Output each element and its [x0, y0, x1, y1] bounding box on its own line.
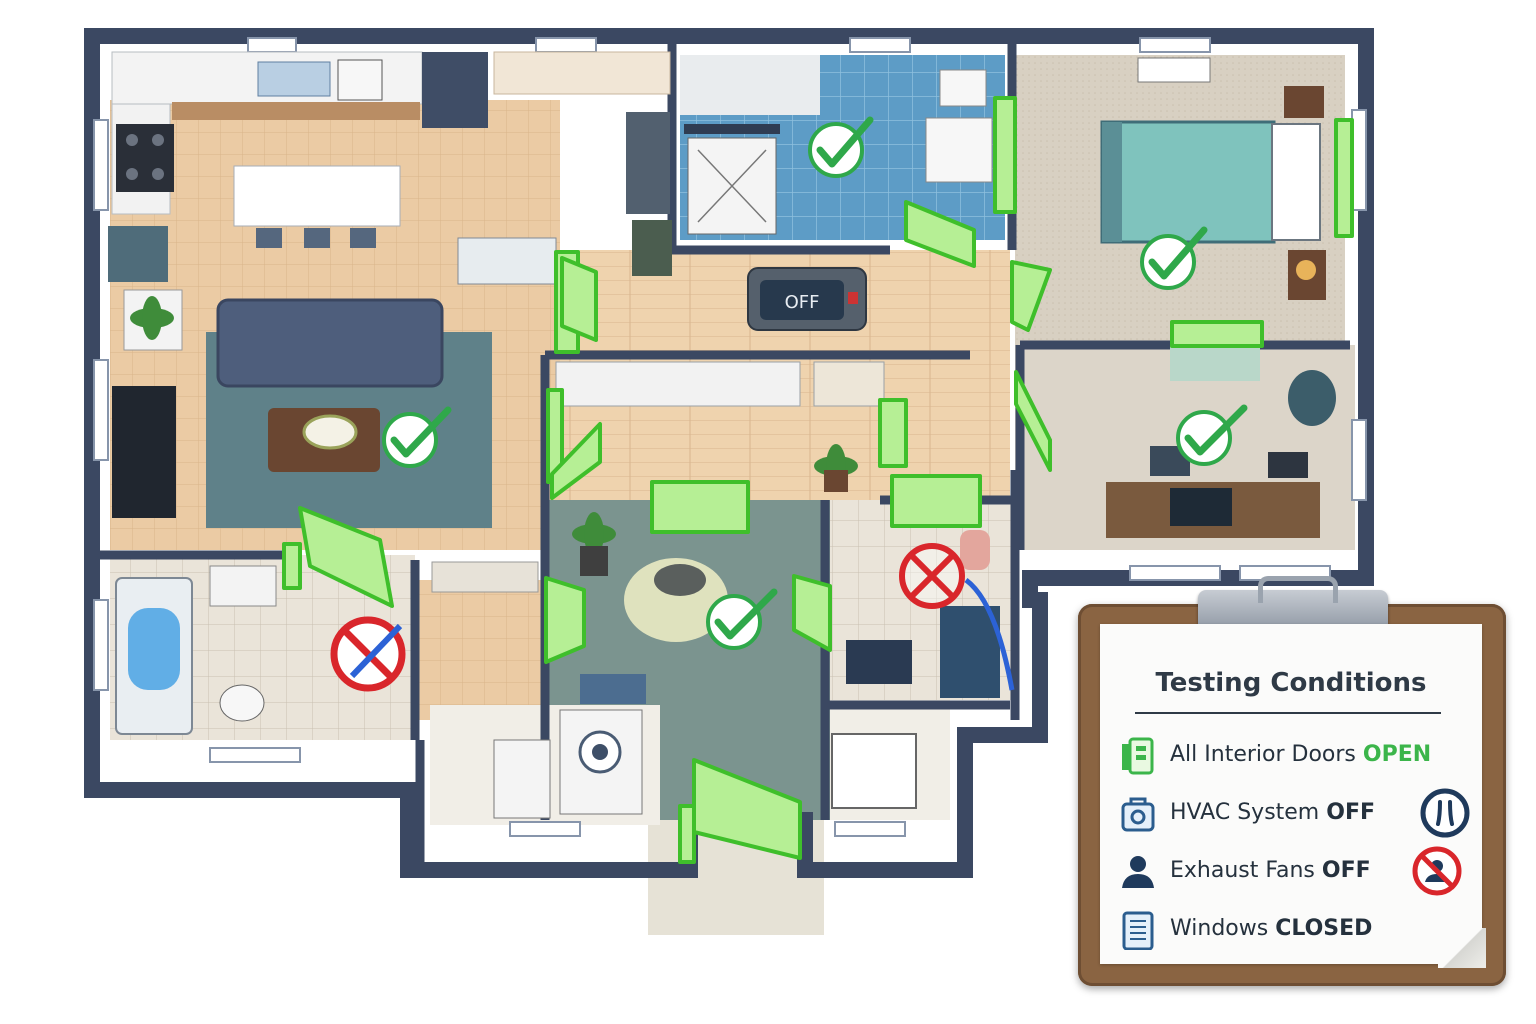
prohibited-icon: [330, 616, 406, 692]
checklist-item-windows: Windows CLOSED: [1118, 904, 1468, 954]
checklist-label: HVAC System: [1170, 800, 1320, 825]
checklist-label: Windows: [1170, 916, 1269, 941]
title-divider: [1135, 712, 1441, 714]
prohibited-icon: [899, 543, 1015, 691]
checklist-label: Exhaust Fans: [1170, 858, 1315, 883]
paper-curl: [1438, 928, 1486, 968]
window-icon: [1122, 911, 1154, 950]
thermostat-label: OFF: [785, 292, 820, 313]
check-icon: [706, 588, 778, 650]
check-icon: [808, 116, 874, 178]
power-off-icon: [1420, 788, 1470, 838]
checklist-item-hvac: HVAC System OFF: [1118, 788, 1470, 838]
clipboard-title: Testing Conditions: [1155, 668, 1427, 698]
testing-conditions-clipboard: Testing Conditions All Interior Doors OP…: [1078, 576, 1506, 986]
checklist-item-fans: Exhaust Fans OFF: [1118, 846, 1468, 896]
checklist-item-doors: All Interior Doors OPEN: [1118, 730, 1468, 780]
door-icon: [1122, 737, 1154, 775]
checklist-state: OFF: [1321, 858, 1371, 883]
checklist-label: All Interior Doors: [1170, 742, 1356, 767]
check-icon: [382, 406, 452, 468]
hvac-icon: [1121, 797, 1155, 832]
check-icon: [1140, 226, 1208, 290]
clipboard-paper: Testing Conditions All Interior Doors OP…: [1100, 624, 1486, 968]
fan-icon: [1122, 856, 1154, 888]
check-icon: [1176, 404, 1248, 466]
checklist-state: CLOSED: [1275, 916, 1373, 941]
checklist-state: OFF: [1326, 800, 1376, 825]
fan-prohibited-icon: [1412, 846, 1462, 896]
checklist-state: OPEN: [1362, 742, 1432, 767]
